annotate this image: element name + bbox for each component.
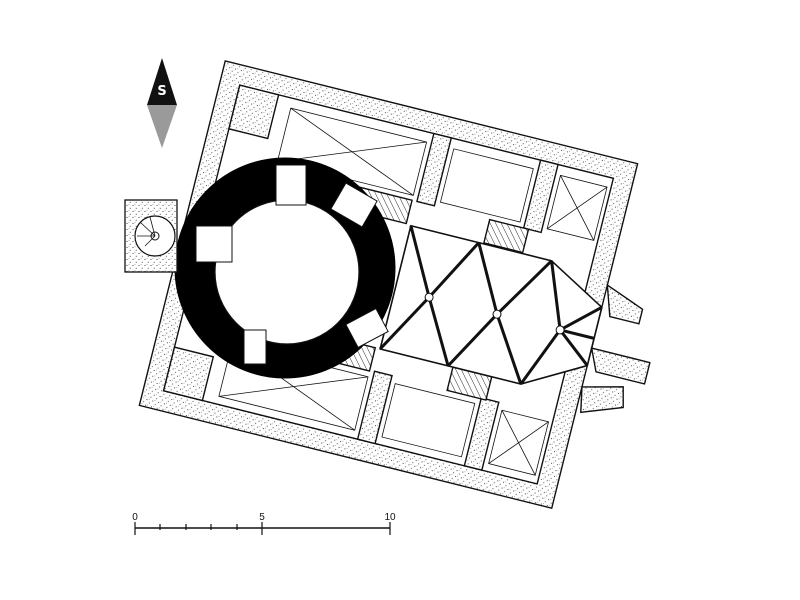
lower-partition-wall-2 (463, 397, 500, 472)
scale-label-0: 0 (132, 512, 138, 523)
stair-turret (124, 199, 178, 273)
upper-rooms (276, 107, 608, 241)
round-tower (174, 157, 396, 379)
upper-partition-wall-1 (416, 132, 453, 207)
vaulted-nave (379, 224, 603, 385)
compass-letter: S (157, 84, 166, 99)
hatched-wall-upper-2 (483, 218, 530, 254)
lower-partition-wall-1 (356, 370, 393, 445)
scale-label-10: 10 (384, 512, 396, 523)
scale-bar: 0 5 10 (132, 512, 396, 535)
apse-buttresses (580, 283, 651, 414)
lower-partition-wall-3 (162, 346, 215, 402)
north-arrow: S (147, 58, 177, 148)
north-arrow-icon (147, 58, 177, 105)
scale-label-5: 5 (259, 512, 265, 523)
upper-partition-wall-2 (522, 159, 559, 234)
upper-partition-wall-3 (228, 84, 280, 140)
